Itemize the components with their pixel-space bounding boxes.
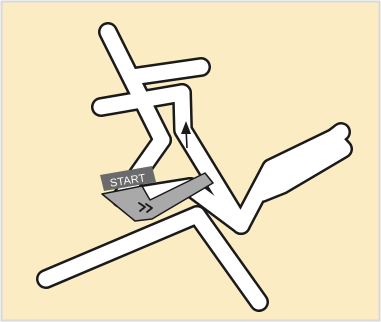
- track-diagram: START: [0, 0, 381, 322]
- track-diagram-canvas: START: [0, 0, 381, 322]
